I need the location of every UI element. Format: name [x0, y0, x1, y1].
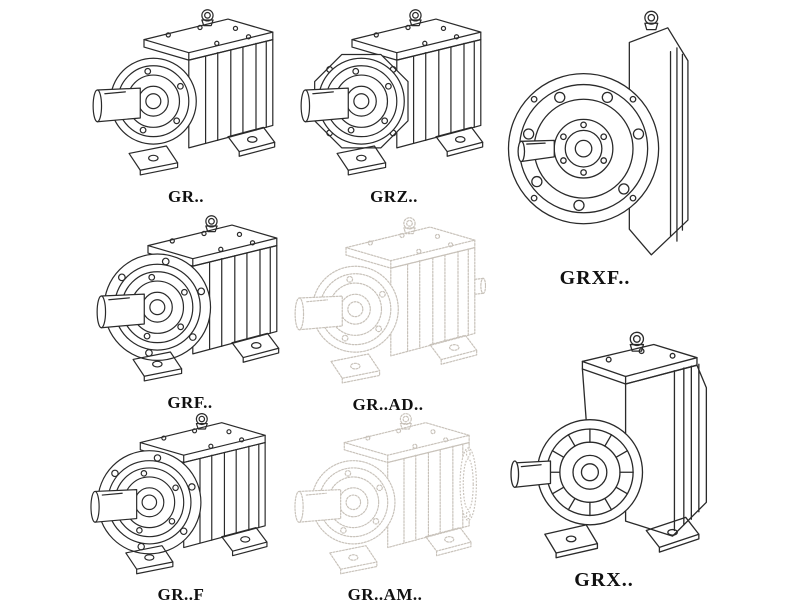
- gearbox-drawing-gr: [92, 9, 276, 176]
- model-label-grad: GR..AD..: [352, 394, 424, 414]
- model-label-gr: GR..: [168, 186, 204, 206]
- model-cell-gram: GR..AM..: [290, 410, 480, 600]
- gearbox-drawing-gram: [294, 413, 477, 575]
- model-cell-grxf: GRXF..: [492, 4, 698, 290]
- model-label-grx: GRX..: [574, 569, 634, 592]
- model-cell-gr: GR..: [88, 6, 284, 207]
- model-label-grz: GRZ..: [370, 186, 418, 206]
- gearbox-drawing-grx: [510, 331, 708, 559]
- model-label-gram: GR..AM..: [347, 585, 423, 600]
- model-cell-grx: GRX..: [496, 322, 712, 592]
- gearbox-drawing-grf-foot: [90, 413, 268, 575]
- model-cell-grf: GRF..: [92, 212, 288, 413]
- model-cell-grf-foot: GR..F: [86, 410, 276, 600]
- model-label-grf: GRF..: [167, 392, 213, 412]
- gearbox-drawing-grad: [294, 217, 486, 384]
- model-label-grf-foot: GR..F: [157, 585, 205, 600]
- model-cell-grz: GRZ..: [296, 6, 492, 207]
- model-cell-grad: GR..AD..: [290, 214, 486, 415]
- gearbox-drawing-grxf: [507, 10, 689, 256]
- model-label-grxf: GRXF..: [559, 267, 631, 290]
- gearbox-drawing-grz: [300, 9, 484, 176]
- gearbox-drawing-grf: [96, 215, 280, 382]
